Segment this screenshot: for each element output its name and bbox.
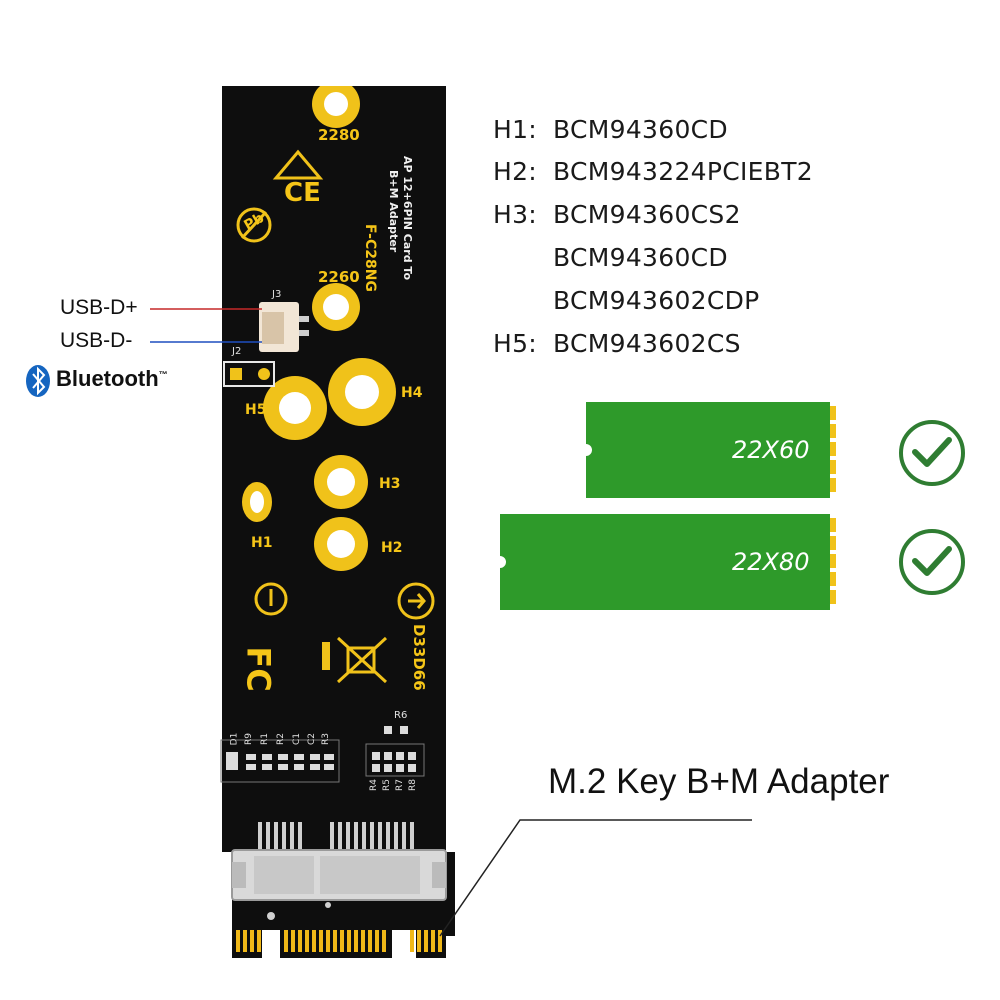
product-title: M.2 Key B+M Adapter xyxy=(548,762,890,801)
bluetooth-trademark: ™ xyxy=(158,369,168,380)
comp-r7: R7 xyxy=(394,779,405,791)
label-j2: J2 xyxy=(232,346,242,357)
compat-row-4: BCM94360CD xyxy=(493,243,728,272)
component-pads-left xyxy=(226,752,334,770)
comp-d1: D1 xyxy=(229,732,240,746)
compat-row-2: H2: BCM943224PCIEBT2 xyxy=(493,157,813,186)
m2-card-2260 xyxy=(586,402,836,498)
compat-key: H5: xyxy=(493,329,538,358)
compat-value: BCM943224PCIEBT2 xyxy=(553,157,813,186)
board-desc-line1: AP 12+6PIN Card To xyxy=(401,156,414,280)
bluetooth-wordmark: Bluetooth xyxy=(56,366,159,391)
fc-mark-text: FC xyxy=(239,646,278,692)
board-model: F-C28NG xyxy=(362,224,378,292)
usb-dminus-label: USB-D- xyxy=(60,329,133,352)
label-r6: R6 xyxy=(394,710,408,721)
gold-fingers xyxy=(236,930,442,952)
compat-value: BCM94360CD xyxy=(553,115,728,144)
component-pads-right xyxy=(372,726,416,772)
bluetooth-label: Bluetooth™ xyxy=(56,366,168,392)
label-j3: J3 xyxy=(272,289,282,300)
compat-row-6: H5: BCM943602CS xyxy=(493,329,741,358)
compat-key: H3: xyxy=(493,200,538,229)
board-code: D33D66 xyxy=(410,624,428,691)
comp-c2: C2 xyxy=(307,732,318,746)
crossed-bin-icon xyxy=(336,636,388,684)
check-circle-icon xyxy=(899,529,965,595)
label-h2: H2 xyxy=(381,540,403,556)
compat-row-5: BCM943602CDP xyxy=(493,286,760,315)
title-leader-line xyxy=(439,819,752,937)
pb-free-icon xyxy=(236,207,272,243)
compat-value: BCM94360CD xyxy=(553,243,728,272)
ce-mark-text: CE xyxy=(284,178,321,208)
comp-c1: C1 xyxy=(292,732,303,746)
comp-r8: R8 xyxy=(407,779,418,791)
comp-r2: R2 xyxy=(275,733,286,745)
label-h1: H1 xyxy=(251,535,273,551)
label-2280: 2280 xyxy=(318,126,360,144)
label-h3: H3 xyxy=(379,476,401,492)
card-2280-label: 22X80 xyxy=(732,548,810,576)
card-2260-label: 22X60 xyxy=(732,436,810,464)
warning-triangle-icon xyxy=(272,149,324,180)
fpc-pins xyxy=(258,822,414,854)
comp-r4: R4 xyxy=(368,779,379,791)
power-symbol-icon xyxy=(254,582,288,616)
comp-r3: R3 xyxy=(320,733,331,745)
compat-row-1: H1: BCM94360CD xyxy=(493,115,728,144)
compat-value: BCM943602CDP xyxy=(553,286,760,315)
label-h4: H4 xyxy=(401,385,423,401)
compat-key: H2: xyxy=(493,157,538,186)
m2-card-2280 xyxy=(500,514,836,610)
usb-dplus-label: USB-D+ xyxy=(60,296,138,319)
check-circle-icon xyxy=(899,420,965,486)
label-h5: H5 xyxy=(245,402,267,418)
compat-value: BCM943602CS xyxy=(553,329,741,358)
board-desc-line2: B+M Adapter xyxy=(387,170,400,253)
comp-r9: R9 xyxy=(243,733,254,745)
weee-circle-icon xyxy=(397,582,435,620)
label-2260: 2260 xyxy=(318,268,360,286)
compat-value: BCM94360CS2 xyxy=(553,200,741,229)
compat-key: H1: xyxy=(493,115,538,144)
comp-r1: R1 xyxy=(259,733,270,745)
bluetooth-icon xyxy=(26,365,50,397)
compat-row-3: H3: BCM94360CS2 xyxy=(493,200,741,229)
comp-r5: R5 xyxy=(381,779,392,791)
